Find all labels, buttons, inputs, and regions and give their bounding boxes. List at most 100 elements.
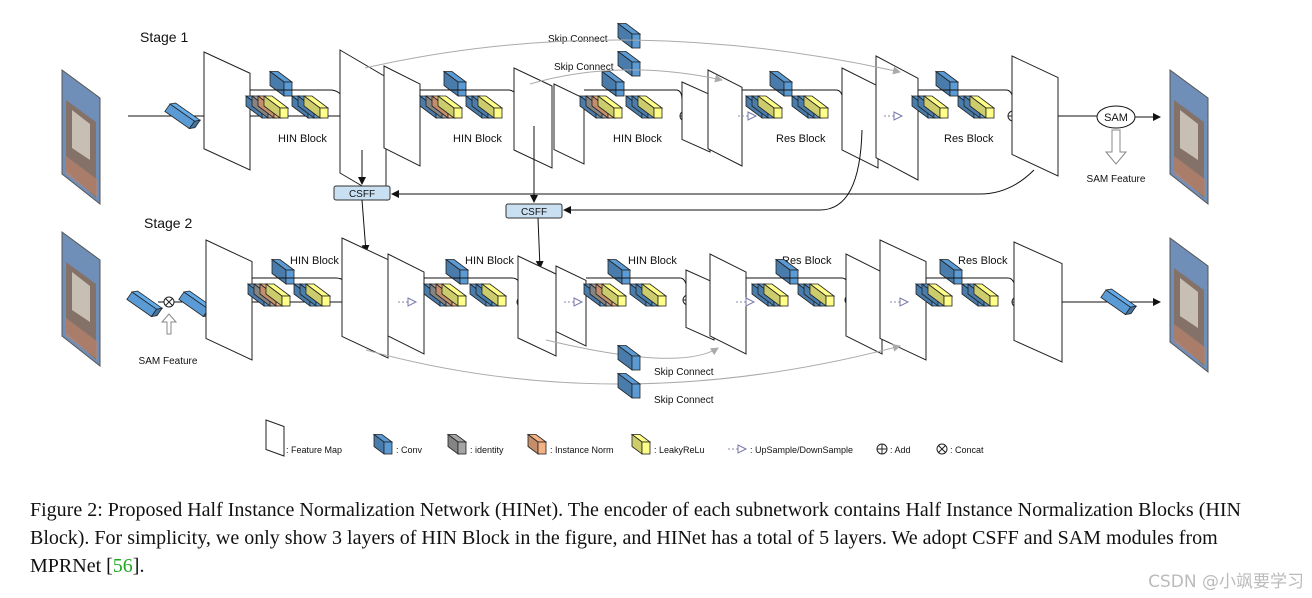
s2-res-block-2-stack-b	[960, 283, 1000, 307]
s2-fmap-6	[685, 269, 715, 341]
s1-res-block-1-stack-b	[790, 95, 830, 119]
s1-res-block-1-label: Res Block	[776, 133, 826, 145]
s1-hin2-top-conv	[442, 70, 468, 97]
legend-conv-icon	[372, 433, 394, 455]
s1-fmap-1	[203, 51, 251, 171]
s1-hin-block-2-label: HIN Block	[453, 133, 502, 145]
s1-fmap-3	[383, 65, 421, 167]
legend-identity-label: : identity	[470, 445, 504, 455]
s2-hin-block-1-label: HIN Block	[290, 255, 339, 267]
legend-feature-map-label: : Feature Map	[286, 445, 342, 455]
s1-res2-top-conv	[934, 70, 960, 97]
s2-fmap-4	[517, 255, 557, 357]
s1-hin-block-3-label: HIN Block	[613, 133, 662, 145]
s1-fmap-10	[1011, 55, 1059, 177]
legend-identity-icon	[446, 433, 468, 455]
s1-updown-3	[738, 111, 758, 121]
s1-fmap-5	[553, 83, 585, 165]
s2-res-block-1-label: Res Block	[782, 255, 832, 267]
legend-concat-label: : Concat	[950, 445, 984, 455]
s1-res-block-1-stack-a	[744, 95, 784, 119]
caption-reference-link[interactable]: 56	[112, 555, 133, 577]
sam-label: SAM	[1104, 112, 1128, 124]
s2-fmap-3	[387, 253, 425, 355]
skip1-conv-top	[616, 22, 642, 49]
csff-label-2: CSFF	[521, 207, 547, 218]
caption-end: ].	[132, 555, 145, 577]
s1-fmap-8	[841, 67, 879, 169]
stage2-output-image	[1169, 237, 1209, 374]
stage1-input-image	[61, 69, 101, 206]
s1-hin-block-3-stack-a	[578, 95, 624, 119]
s2-fmap-2	[341, 237, 389, 359]
legend-updown-label: : UpSample/DownSample	[750, 445, 853, 455]
stage2-input-image	[61, 231, 101, 368]
s2-fmap-1	[205, 239, 253, 361]
s2-hin-block-1-stack-b	[292, 283, 332, 307]
legend-conv-label: : Conv	[396, 445, 423, 455]
s2-fmap-7	[709, 253, 747, 355]
skip-connect-top-1-label: Skip Connect	[548, 34, 608, 45]
s2-hin-block-3-label: HIN Block	[628, 255, 677, 267]
s1-res1-top-conv	[768, 70, 794, 97]
s1-input-conv	[164, 102, 202, 130]
s2-res-block-1-stack-b	[796, 283, 836, 307]
csff-1-out	[361, 199, 370, 253]
csff-1-in-from-decoder	[391, 169, 1035, 198]
s2-hin-block-3-stack-b	[628, 283, 668, 307]
skip-connect-top-1	[364, 39, 901, 75]
s2-fmap-8	[845, 253, 883, 355]
skip3-conv-bottom	[616, 344, 642, 371]
csff-box-2	[505, 203, 563, 219]
s2-hin-block-1-stack-a	[246, 283, 292, 307]
s2-res-block-2-stack-a	[914, 283, 954, 307]
legend-feature-map-icon	[265, 419, 285, 457]
s2-updown-3	[736, 297, 756, 307]
csff-2-in-from-decoder	[563, 129, 863, 214]
s2-updown-2	[564, 297, 584, 307]
s1-hin1-top-conv	[268, 70, 294, 97]
s2-hin3-top-conv	[606, 258, 632, 285]
csff-label-1: CSFF	[349, 189, 375, 200]
skip2-conv-top	[616, 50, 642, 77]
s2-res2-top-conv	[938, 258, 964, 285]
s1-fmap-4	[513, 67, 553, 169]
caption-text: Figure 2: Proposed Half Instance Normali…	[30, 499, 1241, 577]
legend-concat-icon	[936, 443, 948, 455]
sam-feature-arrow-bottom	[160, 313, 178, 335]
legend-instance-norm-label: : Instance Norm	[550, 445, 614, 455]
watermark: CSDN @小飒要学习	[1148, 572, 1304, 592]
sam-feature-label-top: SAM Feature	[1087, 174, 1146, 185]
s2-hin-block-2-stack-a	[422, 283, 468, 307]
legend-leakyrelu-icon	[630, 433, 652, 455]
skip-connect-bottom-2-label: Skip Connect	[654, 395, 714, 406]
s2-sam-conv	[126, 290, 164, 318]
s2-concat	[163, 296, 175, 308]
s2-updown-4	[890, 297, 910, 307]
s1-updown-4	[884, 111, 904, 121]
s1-hin-block-3-stack-b	[624, 95, 664, 119]
s2-hin-block-2-label: HIN Block	[465, 255, 514, 267]
s1-res-block-2-stack-a	[910, 95, 950, 119]
s1-hin-block-1-stack-a	[244, 95, 290, 119]
s1-hin-block-1-label: HIN Block	[278, 133, 327, 145]
legend-instance-norm-icon	[526, 433, 548, 455]
s2-hin-block-3-stack-a	[582, 283, 628, 307]
s1-res-block-2-stack-b	[956, 95, 996, 119]
skip-connect-bottom-1-label: Skip Connect	[654, 367, 714, 378]
s1-fmap-7	[707, 69, 743, 167]
skip-connect-top-2	[529, 69, 723, 85]
s2-output-conv	[1100, 288, 1138, 316]
skip-connect-top-2-label: Skip Connect	[554, 62, 614, 73]
s2-res-block-1-stack-a	[750, 283, 790, 307]
s2-hin-block-2-stack-b	[468, 283, 508, 307]
stage1-output-image	[1169, 69, 1209, 206]
s2-updown-1	[398, 297, 418, 307]
legend-updown-icon	[728, 444, 748, 454]
s2-fmap-10	[1013, 241, 1063, 363]
s1-res-block-2-label: Res Block	[944, 133, 994, 145]
stage1-label: Stage 1	[140, 29, 188, 45]
figure-caption: Figure 2: Proposed Half Instance Normali…	[30, 496, 1260, 580]
s1-hin3-top-conv	[600, 70, 626, 97]
